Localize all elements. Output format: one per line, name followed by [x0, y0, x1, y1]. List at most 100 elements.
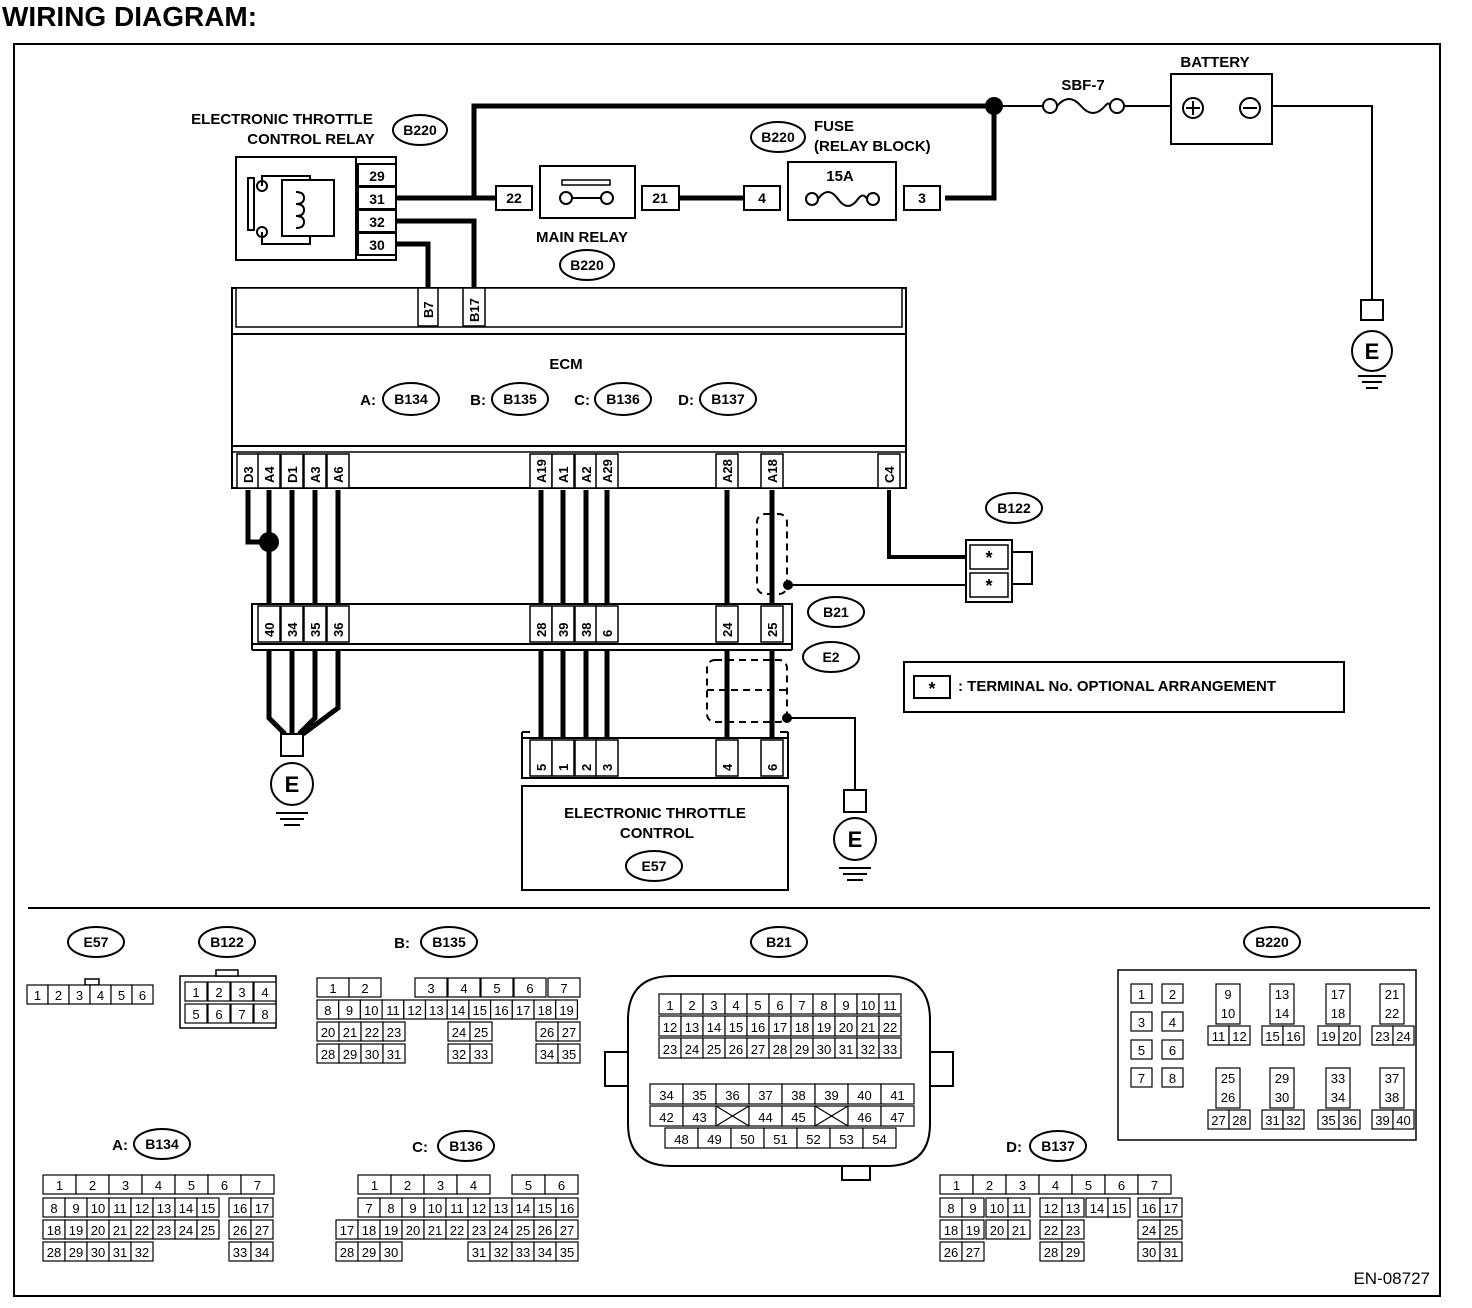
b21-view-pin-label: 46: [857, 1110, 871, 1125]
b21-view-pin-label: 14: [707, 1020, 721, 1035]
b21-pin-35: [303, 605, 327, 643]
b21-view-pin-label: 17: [773, 1020, 787, 1035]
b137-view-pin: [1159, 1219, 1183, 1240]
b21-view-pin-label: 28: [773, 1042, 787, 1057]
b135-view-pin-label: 3: [427, 981, 434, 996]
svg-text:D:: D:: [1006, 1139, 1022, 1156]
b220-view-pin-label: 10: [1221, 1006, 1235, 1021]
b134-view-pin-label: 32: [135, 1245, 149, 1260]
b134-view-pin: [196, 1197, 220, 1218]
sbf-7-fuse: SBF-7: [1042, 77, 1125, 114]
b21-view-pin-label: 13: [685, 1020, 699, 1035]
b136-view-pin-label: 14: [516, 1201, 530, 1216]
b21-view-pin-label: 45: [791, 1110, 805, 1125]
b134-view-pin-label: 21: [113, 1223, 127, 1238]
ecm-pin-a4-label: A4: [262, 466, 277, 483]
e57-view-pin-label: 2: [55, 988, 62, 1003]
b220-view-pin-label: 33: [1331, 1071, 1345, 1086]
b21-view-pin-label: 40: [857, 1088, 871, 1103]
b220-view-pin-label: 16: [1286, 1029, 1300, 1044]
b136-view-pin-label: 35: [560, 1245, 574, 1260]
svg-text:32: 32: [369, 214, 385, 230]
b135-view-pin: [557, 1021, 581, 1042]
b220-view-pin-label: 17: [1331, 987, 1345, 1002]
b220-view-pin: [1228, 1109, 1251, 1130]
svg-text:E: E: [285, 772, 300, 797]
b135-view-pin-label: 21: [343, 1025, 357, 1040]
svg-text:22: 22: [506, 190, 522, 206]
svg-text:BATTERY: BATTERY: [1180, 54, 1249, 71]
b122-view-pin-label: 8: [261, 1007, 268, 1022]
b135-view-pin: [414, 977, 448, 998]
b134-view-pin-label: 14: [179, 1201, 193, 1216]
b134-view-pin-label: 1: [56, 1178, 63, 1193]
b220-view-pin: [1338, 1025, 1361, 1046]
b137-view-pin: [1107, 1197, 1131, 1218]
ecm-pin-a29-label: A29: [600, 459, 615, 483]
b135-view-pin-label: 5: [493, 981, 500, 996]
b136-view-pin-label: 11: [450, 1201, 464, 1216]
b135-view-pin-label: 6: [526, 981, 533, 996]
b21-pin-39: [551, 605, 575, 643]
ecm-pin-a29: [595, 453, 619, 489]
ecm-pin-d3-label: D3: [241, 466, 256, 483]
svg-text:ELECTRONIC THROTTLE: ELECTRONIC THROTTLE: [191, 111, 373, 128]
b21-pin-35-label: 35: [308, 623, 323, 637]
b137-view-pin-label: 18: [944, 1223, 958, 1238]
main-relay: 22 21 MAIN RELAY B220: [495, 165, 680, 281]
svg-text:B21: B21: [766, 934, 792, 950]
b220-view-pin-label: 37: [1385, 1071, 1399, 1086]
b137-view-pin-label: 22: [1044, 1223, 1058, 1238]
e57-view-pin: [131, 984, 154, 1005]
svg-text:E: E: [1365, 339, 1380, 364]
svg-text:B134: B134: [394, 391, 428, 407]
b220-view-pin-label: 22: [1385, 1006, 1399, 1021]
ecm-pin-d1-label: D1: [285, 466, 300, 483]
svg-text:*: *: [985, 548, 992, 568]
b137-view-pin-label: 14: [1090, 1201, 1104, 1216]
b134-view-pin-label: 20: [91, 1223, 105, 1238]
b220-view-pin-label: 30: [1275, 1090, 1289, 1105]
connector-b122: B122 * *: [965, 492, 1043, 603]
svg-text:B220: B220: [570, 257, 604, 273]
b137-view-pin: [961, 1241, 985, 1262]
b134-view-pin-label: 33: [233, 1245, 247, 1260]
svg-text:B136: B136: [606, 391, 640, 407]
b135-view-pin-label: 10: [364, 1003, 378, 1018]
b122-view-pin-label: 5: [192, 1007, 199, 1022]
b21-view-pin-label: 21: [861, 1020, 875, 1035]
b134-view-pin-label: 16: [233, 1201, 247, 1216]
b220-view-pin-label: 20: [1342, 1029, 1356, 1044]
b137-view-pin-label: 4: [1052, 1178, 1059, 1193]
b135-view-pin-label: 9: [346, 1003, 353, 1018]
b137-view-pin-label: 24: [1142, 1223, 1156, 1238]
ground-ecm-icon: E: [270, 733, 314, 826]
b137-view-pin-label: 9: [969, 1201, 976, 1216]
b220-view-pin-label: 9: [1224, 987, 1231, 1002]
svg-text:B136: B136: [449, 1138, 483, 1154]
svg-text:31: 31: [369, 191, 385, 207]
b21-view-pin-label: 3: [710, 998, 717, 1013]
b220-view-pin-label: 15: [1265, 1029, 1279, 1044]
etc-pin-1: [551, 739, 575, 777]
svg-text:(RELAY BLOCK): (RELAY BLOCK): [814, 138, 931, 155]
b21-view-pin-label: 2: [688, 998, 695, 1013]
b135-view-pin: [469, 1043, 493, 1064]
b135-view-pin-label: 4: [460, 981, 467, 996]
b135-view-pin-label: 23: [387, 1025, 401, 1040]
etc-pin-3-label: 3: [600, 764, 615, 771]
b21-pin-39-label: 39: [556, 623, 571, 637]
b134-view-pin: [130, 1241, 154, 1262]
b135-view-pin-label: 13: [429, 1003, 443, 1018]
etc-pin-6: [760, 739, 784, 777]
b21-view-pin: [880, 1105, 915, 1127]
b137-view-pin-label: 17: [1164, 1201, 1178, 1216]
b136-view-pin-label: 8: [387, 1201, 394, 1216]
b135-view-pin-label: 8: [324, 1003, 331, 1018]
b134-view-pin-label: 12: [135, 1201, 149, 1216]
b134-view-pin-label: 5: [188, 1178, 195, 1193]
b135-view-pin-label: 17: [516, 1003, 530, 1018]
b136-view-pin-label: 17: [340, 1223, 354, 1238]
b21-view-pin: [862, 1127, 897, 1149]
